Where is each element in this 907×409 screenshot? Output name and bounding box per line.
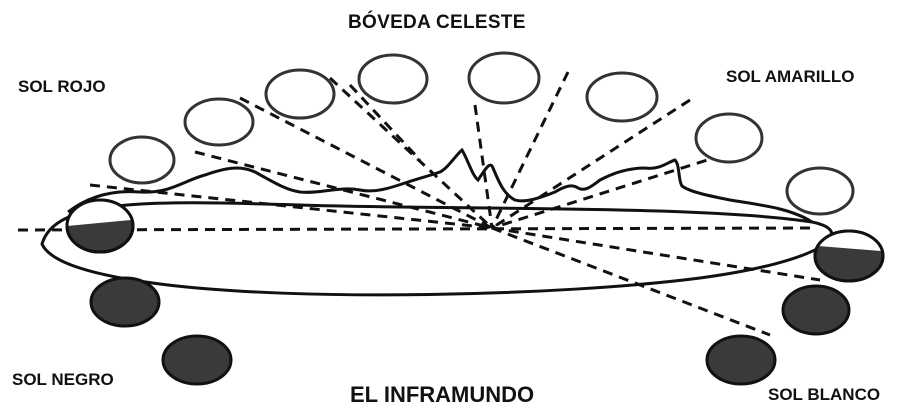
label-sol-negro: SOL NEGRO	[12, 370, 114, 389]
lower-sun-1	[89, 276, 161, 328]
lower-sun-3	[781, 284, 851, 336]
sun-rays	[17, 71, 821, 337]
earth-disc	[40, 201, 834, 297]
upper-sun-1	[108, 135, 176, 185]
upper-sun-6	[585, 71, 659, 123]
terrain-line	[67, 147, 813, 224]
lower-sun-2	[161, 334, 233, 386]
upper-sun-7	[694, 112, 764, 164]
lower-suns	[89, 276, 851, 386]
upper-sun-2	[183, 97, 255, 147]
upper-suns	[108, 51, 855, 216]
lower-sun-4	[705, 334, 777, 386]
label-sol-amarillo: SOL AMARILLO	[726, 67, 855, 86]
upper-sun-5	[467, 51, 541, 105]
upper-sun-4	[357, 53, 429, 105]
label-boveda-celeste: BÓVEDA CELESTE	[348, 12, 526, 33]
label-el-inframundo: EL INFRAMUNDO	[350, 382, 535, 407]
upper-sun-8	[785, 166, 855, 216]
upper-sun-3	[264, 68, 336, 120]
label-sol-blanco: SOL BLANCO	[768, 385, 881, 404]
horizon-suns	[65, 198, 885, 283]
label-sol-rojo: SOL ROJO	[18, 77, 106, 96]
